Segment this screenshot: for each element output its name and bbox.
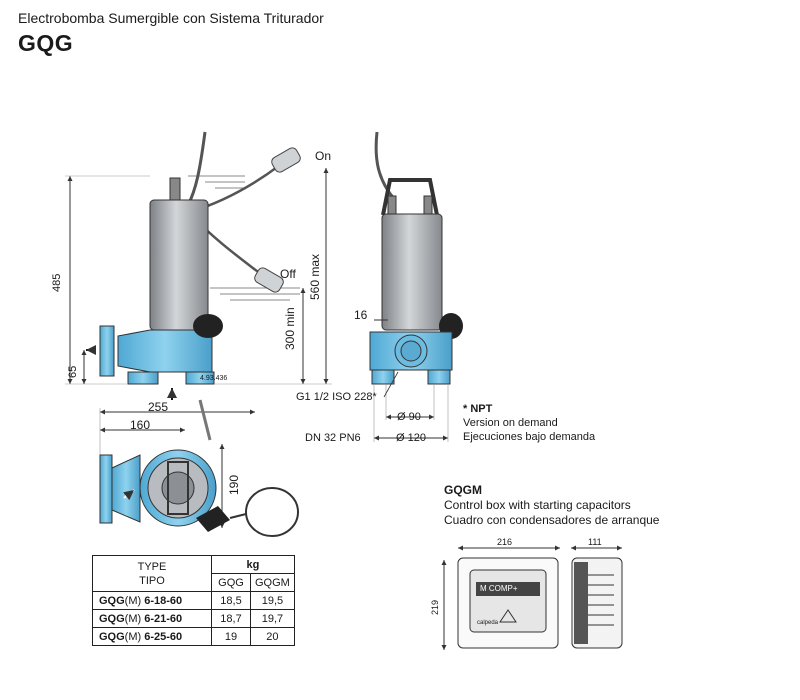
page-subtitle: Electrobomba Sumergible con Sistema Trit…	[18, 10, 324, 26]
gqgm-note-title: GQGM	[444, 483, 482, 497]
gqgm-note-line2: Cuadro con condensadores de arranque	[444, 513, 660, 527]
table-row: GQG(M) 6-25-60 19 20	[92, 627, 295, 646]
model-cell: GQG(M) 6-18-60	[92, 591, 212, 610]
float-switch-on-icon	[271, 147, 301, 173]
weight-table: TYPE TIPO kg GQG GQGM GQG(M) 6-18-60 18,…	[92, 555, 295, 646]
npt-note-title: * NPT	[463, 403, 493, 415]
model-cell: GQG(M) 6-25-60	[92, 627, 212, 646]
dim-height-485: 485	[51, 273, 63, 292]
dim-box-216: 216	[497, 537, 513, 547]
box-maker-logo: calpeda	[477, 620, 499, 626]
type-label: TYPE	[137, 560, 167, 573]
water-level-lines	[188, 175, 300, 301]
page-title: GQG	[18, 30, 74, 56]
weight-gqg: 18,5	[211, 591, 251, 610]
weight-gqg: 19	[211, 627, 251, 646]
dim-thread: G1 1/2 ISO 228*	[296, 391, 377, 403]
col-gqg-header: GQG	[211, 573, 251, 592]
weight-gqg: 18,7	[211, 609, 251, 628]
dim-dia-90: Ø 90	[397, 411, 421, 423]
serial-number: 4.93.436	[200, 375, 228, 382]
dim-flange-16: 16	[354, 308, 368, 322]
box-brand-label: M COMP+	[480, 584, 518, 593]
gqgm-note: GQGM Control box with starting capacitor…	[444, 483, 659, 528]
pump-side-view	[65, 131, 332, 400]
dim-width-160: 160	[130, 418, 151, 432]
dim-height-65: 65	[67, 365, 79, 378]
tipo-label: TIPO	[139, 574, 165, 587]
weight-gqgm: 19,7	[250, 609, 295, 628]
dim-width-255: 255	[148, 400, 169, 414]
dim-560-max: 560 max	[308, 253, 322, 300]
weight-gqgm: 19,5	[250, 591, 295, 610]
npt-note-line1: Version on demand	[463, 417, 558, 429]
weight-gqgm: 20	[250, 627, 295, 646]
table-row: GQG(M) 6-21-60 18,7 19,7	[92, 609, 295, 628]
table-row: GQG(M) 6-18-60 18,5 19,5	[92, 591, 295, 610]
dim-dia-120: Ø 120	[396, 432, 426, 444]
switch-off-label: Off	[280, 267, 296, 281]
switch-on-label: On	[315, 149, 332, 163]
float-switch-off-icon	[254, 267, 284, 293]
npt-note-line2: Ejecuciones bajo demanda	[463, 431, 596, 443]
type-header: TYPE TIPO	[92, 555, 212, 592]
col-gqgm-header: GQGM	[250, 573, 295, 592]
model-cell: GQG(M) 6-21-60	[92, 609, 212, 628]
dim-box-219: 219	[430, 599, 440, 615]
dim-dn: DN 32 PN6	[305, 432, 361, 444]
unit-header: kg	[211, 555, 295, 574]
pump-top-view	[99, 399, 299, 537]
gqgm-note-line1: Control box with starting capacitors	[444, 498, 631, 512]
control-box-drawing	[441, 545, 623, 650]
npt-note: * NPT Version on demand Ejecuciones bajo…	[463, 402, 595, 444]
dim-300-min: 300 min	[283, 307, 297, 350]
pump-front-view	[369, 131, 463, 442]
dim-box-111: 111	[588, 537, 602, 547]
dim-depth-190: 190	[227, 474, 241, 495]
